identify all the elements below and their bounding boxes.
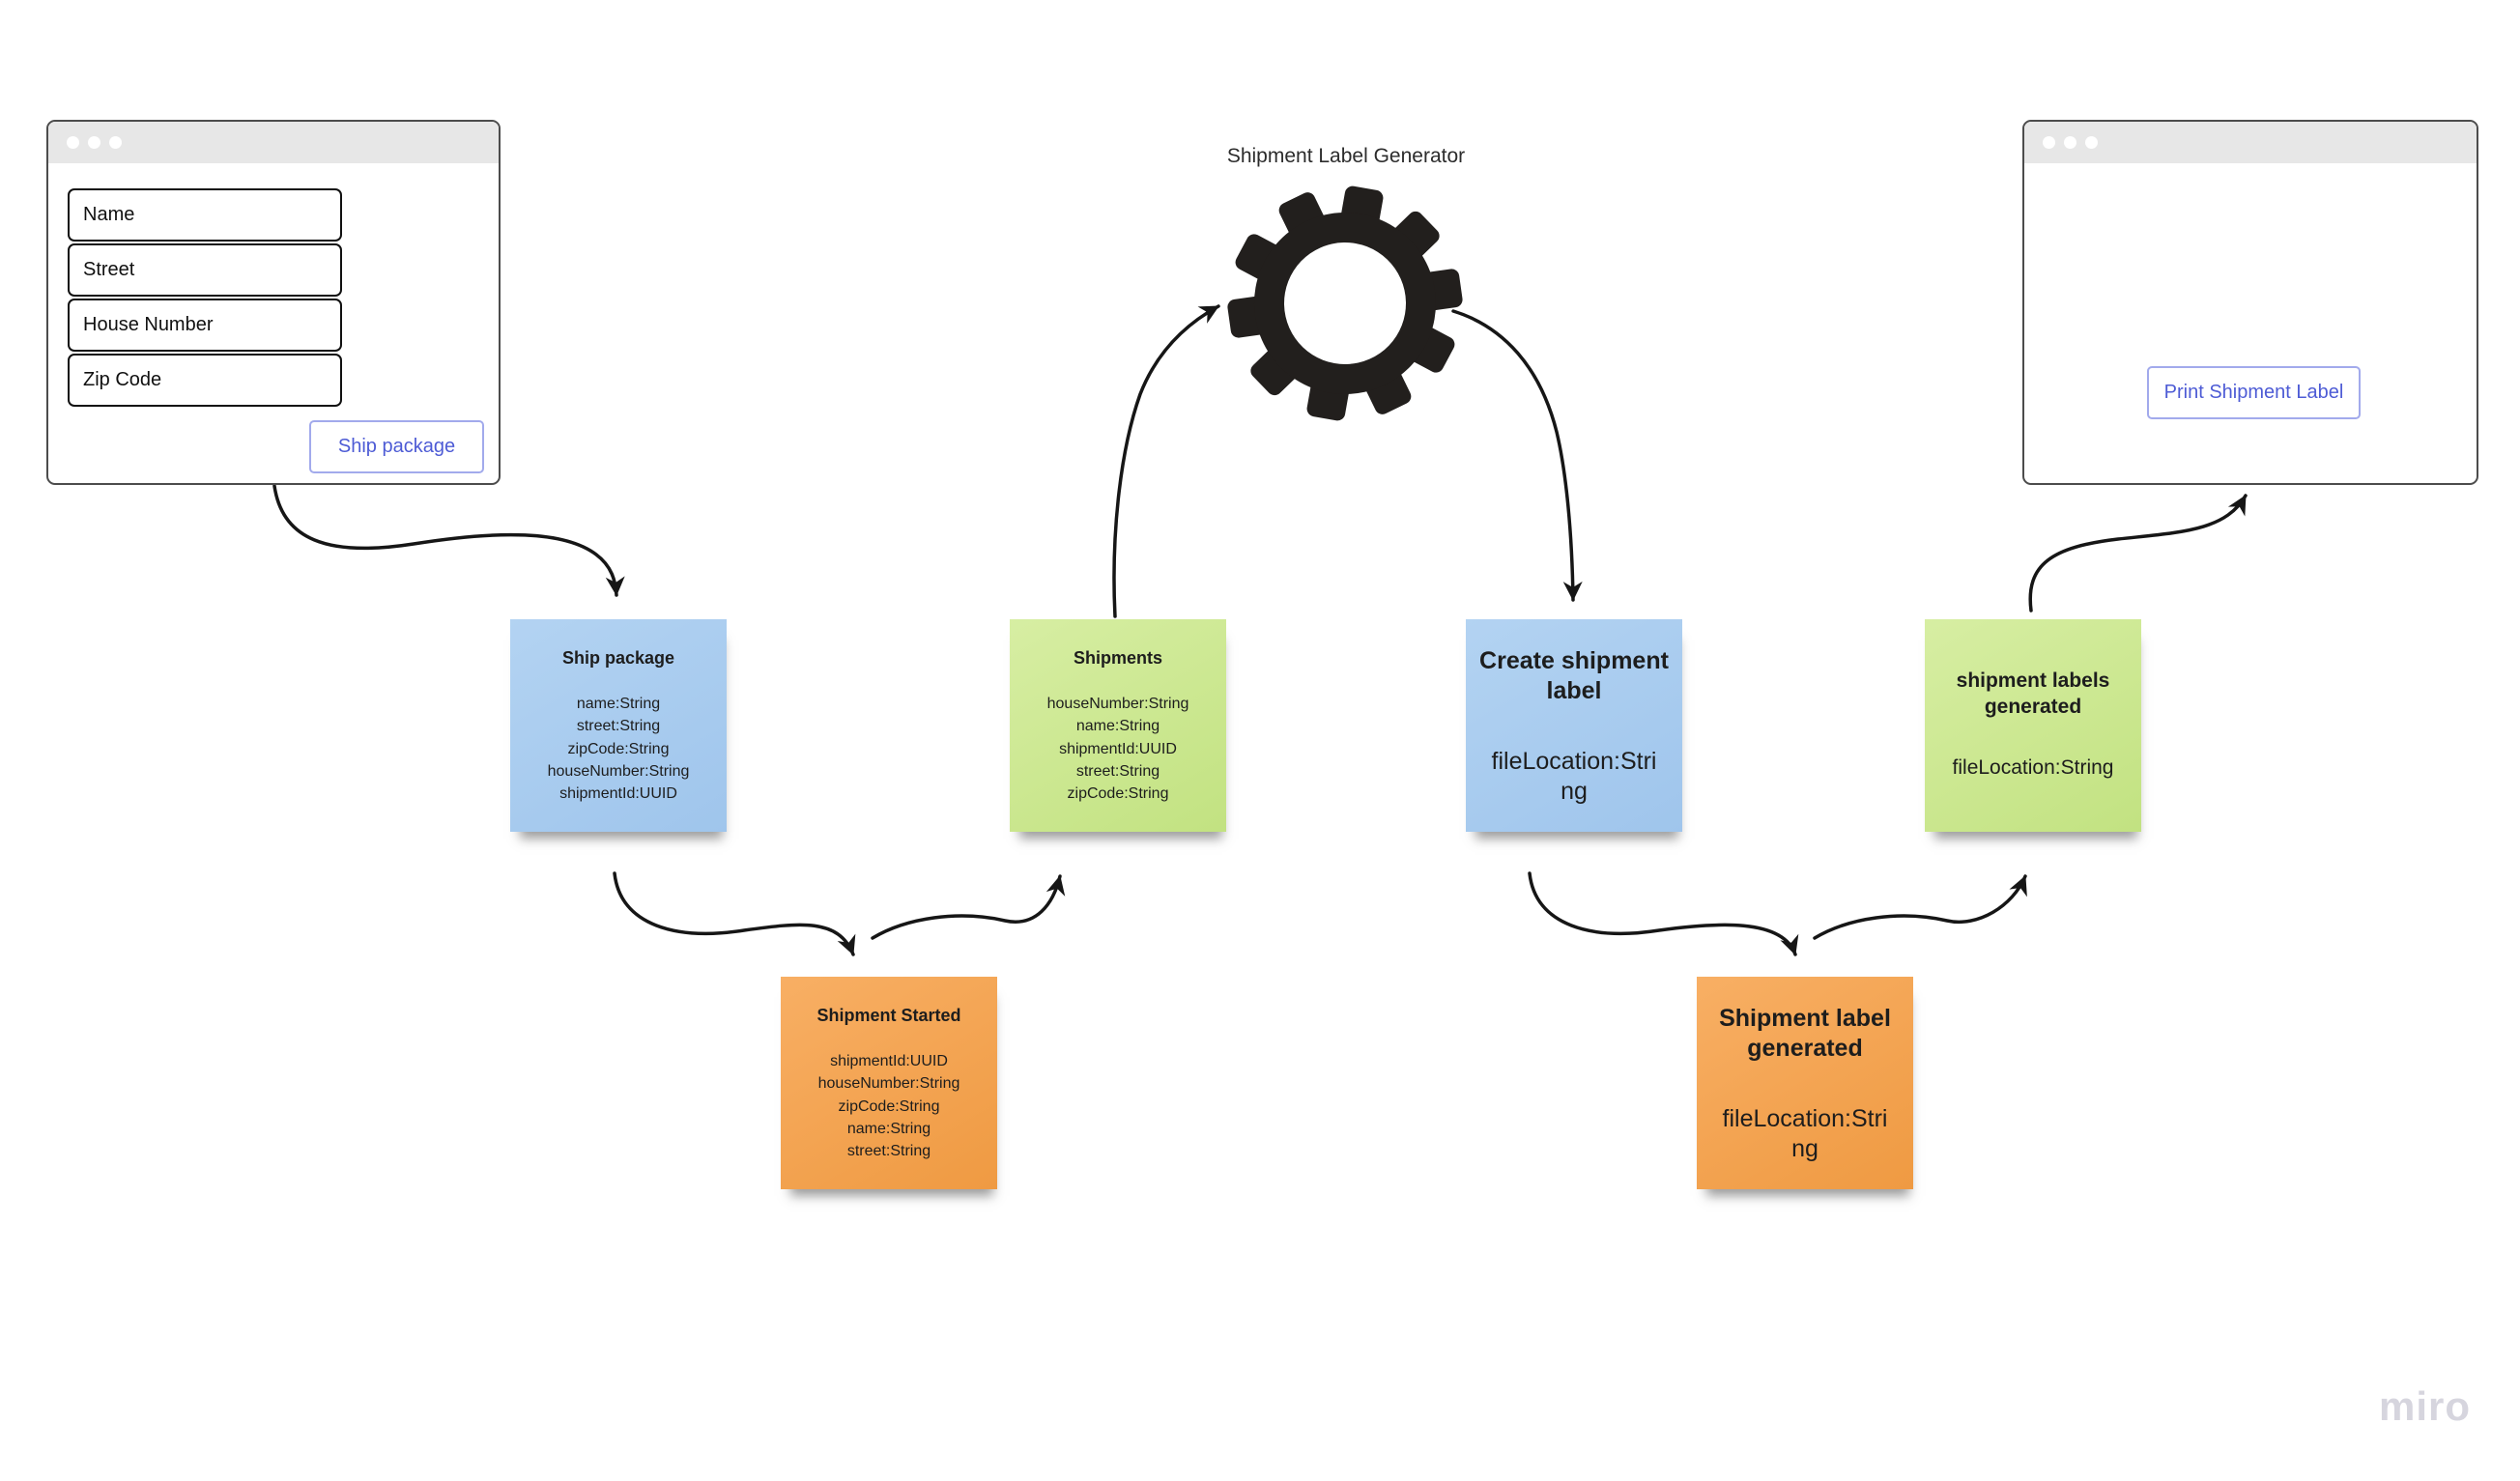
attribute-line: street:String — [846, 1143, 931, 1160]
sticky-ship-package[interactable]: Ship package name:String street:String z… — [510, 619, 727, 832]
attribute-line: zipCode:String — [838, 1097, 940, 1115]
window-dot — [88, 136, 100, 149]
arrow-ship-package-to-shipment-started[interactable] — [613, 871, 856, 956]
arrow-shipment-started-to-shipments[interactable] — [871, 874, 1066, 940]
gear-icon[interactable] — [1224, 183, 1466, 424]
attribute-line: houseNumber:String — [1046, 696, 1189, 712]
sticky-create-shipment-label[interactable]: Create shipment label fileLocation:Strin… — [1466, 619, 1682, 832]
miro-watermark: miro — [2379, 1383, 2472, 1429]
sticky-body: fileLocation:String — [1717, 1104, 1893, 1164]
sticky-title: Shipment label generated — [1719, 1005, 1891, 1062]
print-shipment-label-button[interactable]: Print Shipment Label — [2147, 366, 2361, 419]
generator-title: Shipment Label Generator — [1226, 145, 1466, 167]
sticky-body: shipmentId:UUID houseNumber:String zipCo… — [818, 1050, 960, 1162]
print-window[interactable]: Print Shipment Label — [2022, 120, 2478, 485]
arrow-label-generated-to-labels-generated[interactable] — [1813, 874, 2027, 940]
zip-code-field[interactable]: Zip Code — [68, 354, 342, 407]
sticky-shipment-label-generated[interactable]: Shipment label generated fileLocation:St… — [1697, 977, 1913, 1189]
house-number-field[interactable]: House Number — [68, 299, 342, 352]
sticky-body: houseNumber:String name:String shipmentI… — [1047, 693, 1189, 805]
attribute-line: fileLocation:String — [1952, 756, 2114, 779]
arrow-labels-generated-to-print-window[interactable] — [2028, 494, 2248, 612]
arrow-create-label-to-label-generated[interactable] — [1528, 871, 1799, 956]
sticky-shipment-labels-generated[interactable]: shipment labels generated fileLocation:S… — [1925, 619, 2141, 832]
sticky-title: Create shipment label — [1479, 647, 1669, 704]
attribute-line: street:String — [1075, 762, 1160, 780]
sticky-shipments[interactable]: Shipments houseNumber:String name:String… — [1010, 619, 1226, 832]
shipping-form-window[interactable]: Name Street House Number Zip Code Ship p… — [46, 120, 501, 485]
attribute-line: name:String — [576, 696, 661, 712]
window-dot — [2064, 136, 2076, 149]
window-dot — [109, 136, 122, 149]
attribute-line: name:String — [1075, 718, 1160, 735]
window-dot — [2085, 136, 2098, 149]
attribute-line: shipmentId:UUID — [1059, 740, 1177, 757]
ship-package-button[interactable]: Ship package — [309, 420, 484, 473]
window-dot — [67, 136, 79, 149]
street-field[interactable]: Street — [68, 243, 342, 297]
attribute-line: name:String — [846, 1120, 931, 1137]
attribute-line: zipCode:String — [1067, 785, 1169, 803]
sticky-body: fileLocation:String — [1486, 747, 1662, 807]
attribute-line: shipmentId:UUID — [830, 1053, 948, 1069]
arrow-generator-to-create-label[interactable] — [1451, 309, 1583, 602]
attribute-line: shipmentId:UUID — [559, 785, 677, 803]
attribute-line: fileLocation:String — [1491, 748, 1657, 805]
sticky-title: shipment labels generated — [1956, 669, 2110, 718]
attribute-line: street:String — [576, 718, 661, 735]
sticky-shipment-started[interactable]: Shipment Started shipmentId:UUID houseNu… — [781, 977, 997, 1189]
attribute-line: houseNumber:String — [817, 1075, 960, 1093]
window-dot — [2043, 136, 2055, 149]
sticky-title: Shipments — [1073, 648, 1162, 668]
attribute-line: fileLocation:String — [1722, 1105, 1888, 1162]
attribute-line: houseNumber:String — [547, 762, 690, 780]
window-titlebar — [48, 122, 499, 163]
sticky-body: fileLocation:String — [1934, 755, 2132, 781]
sticky-body: name:String street:String zipCode:String… — [548, 693, 690, 805]
window-titlebar — [2024, 122, 2477, 163]
sticky-title: Ship package — [561, 648, 675, 668]
arrow-form-to-ship-package[interactable] — [272, 484, 625, 597]
arrow-shipments-to-generator[interactable] — [1112, 304, 1220, 618]
sticky-title: Shipment Started — [816, 1006, 961, 1025]
name-field[interactable]: Name — [68, 188, 342, 242]
form-fields: Name Street House Number Zip Code — [68, 188, 342, 409]
attribute-line: zipCode:String — [567, 740, 670, 757]
